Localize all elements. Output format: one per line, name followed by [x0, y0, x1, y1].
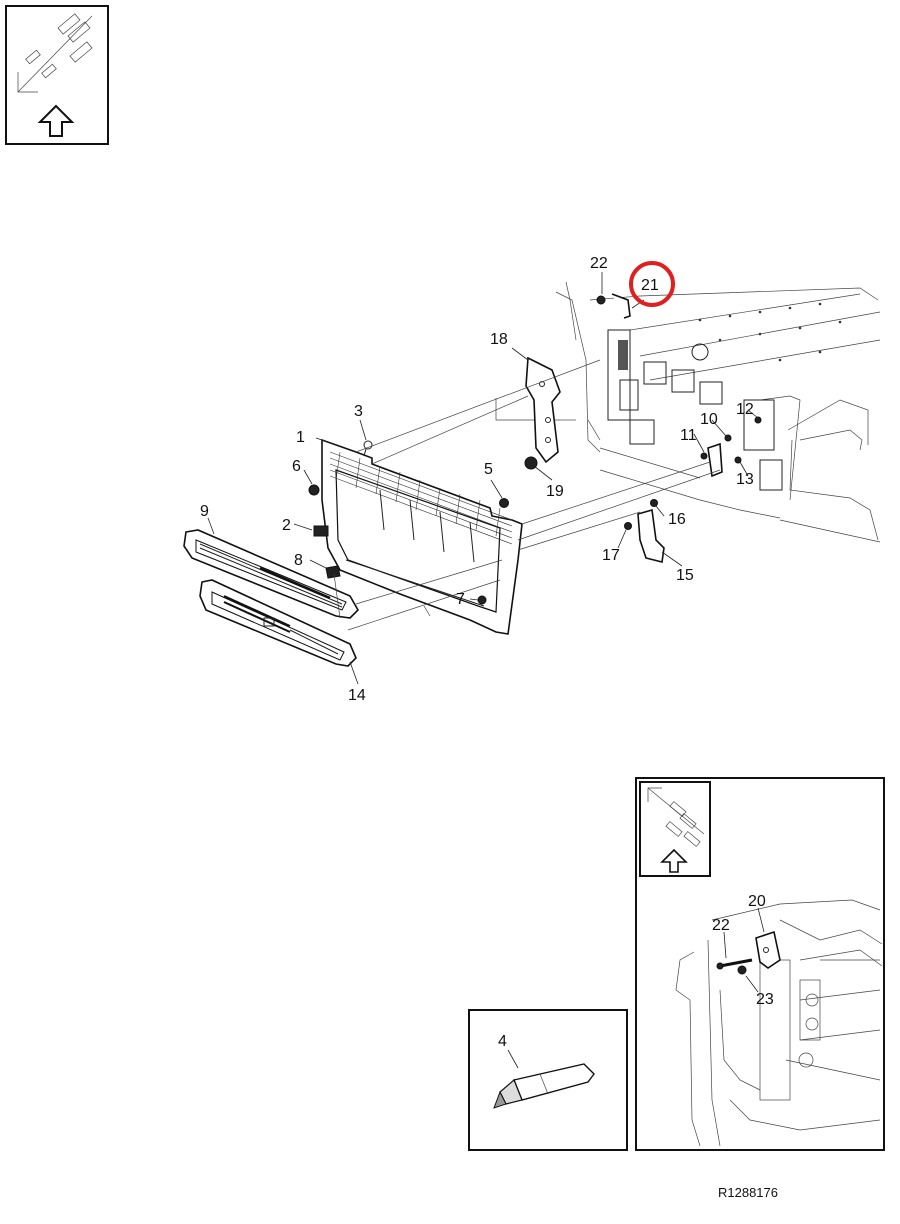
up-arrow-icon-inset: [660, 848, 688, 873]
part-9-upper-trim: [183, 529, 359, 619]
part-7-fastener: [477, 595, 487, 605]
inset-part-22-bolt: [716, 958, 753, 970]
orientation-box-top: [5, 5, 109, 145]
reference-code: R1288176: [718, 1185, 778, 1200]
part-6-fastener: [308, 484, 320, 496]
callout-3: 3: [354, 403, 363, 420]
callout-7: 7: [456, 591, 465, 608]
part-10-fastener: [724, 434, 732, 442]
main-assembly: 1 2 3 5 6 7 8 9 10 11 12 13 14 15 16 17 …: [183, 255, 881, 704]
callout-1: 1: [296, 429, 305, 446]
inset-part-23-nut: [737, 965, 747, 975]
part-5-fastener: [499, 498, 509, 508]
callout-18: 18: [490, 331, 508, 348]
detail-inset-box: 20 22 23: [635, 777, 885, 1151]
callout-5: 5: [484, 461, 493, 478]
inset-frame-art: [675, 899, 883, 1147]
part-1-grille-panel: [321, 438, 523, 635]
part-14-lower-trim: [199, 579, 357, 667]
callout-6: 6: [292, 458, 301, 475]
callout-12: 12: [736, 401, 754, 418]
callout-8: 8: [294, 552, 303, 569]
direction-arrow-icon: [17, 13, 93, 93]
orientation-box-inset: [639, 781, 711, 877]
inset-callout-23: 23: [756, 991, 774, 1008]
callout-22: 22: [590, 255, 608, 272]
part-13-fastener: [734, 456, 742, 464]
inset-part-20-bracket: [755, 930, 781, 969]
part-3-screw: [363, 440, 373, 457]
callout-21-highlight: 21: [629, 261, 675, 307]
inset-callout-20: 20: [748, 893, 766, 910]
callout-15: 15: [676, 567, 694, 584]
callout-17: 17: [602, 547, 620, 564]
callout-11: 11: [680, 427, 697, 444]
callout-16: 16: [668, 511, 686, 528]
part-21-bracket: [611, 293, 631, 319]
callout-9: 9: [200, 503, 209, 520]
part-12-fastener: [754, 416, 762, 424]
part-22-bolt: [596, 295, 606, 305]
sealant-inset-box: 4: [468, 1009, 628, 1151]
part-16-fastener: [650, 499, 658, 507]
assembly-guide-lines: [333, 359, 721, 631]
direction-arrow-icon-inset: [647, 787, 705, 847]
inset-leader-lines: [723, 907, 765, 993]
part-17-fastener: [624, 522, 632, 530]
inset-callout-4: 4: [498, 1033, 507, 1050]
up-arrow-icon: [37, 104, 75, 137]
callout-21: 21: [641, 277, 659, 294]
part-15-bracket: [637, 508, 665, 563]
leader-lines: [207, 272, 759, 685]
inset-callout-22: 22: [712, 917, 730, 934]
callout-2: 2: [282, 517, 291, 534]
part-2-clip: [313, 525, 329, 537]
callout-10: 10: [700, 411, 718, 428]
part-18-bracket: [525, 356, 561, 464]
callout-19: 19: [546, 483, 564, 500]
callout-14: 14: [348, 687, 366, 704]
part-8-clip: [325, 565, 341, 579]
part-11-bracket: [700, 442, 723, 478]
sealant-tube-icon: [493, 1063, 595, 1109]
callout-13: 13: [736, 471, 754, 488]
